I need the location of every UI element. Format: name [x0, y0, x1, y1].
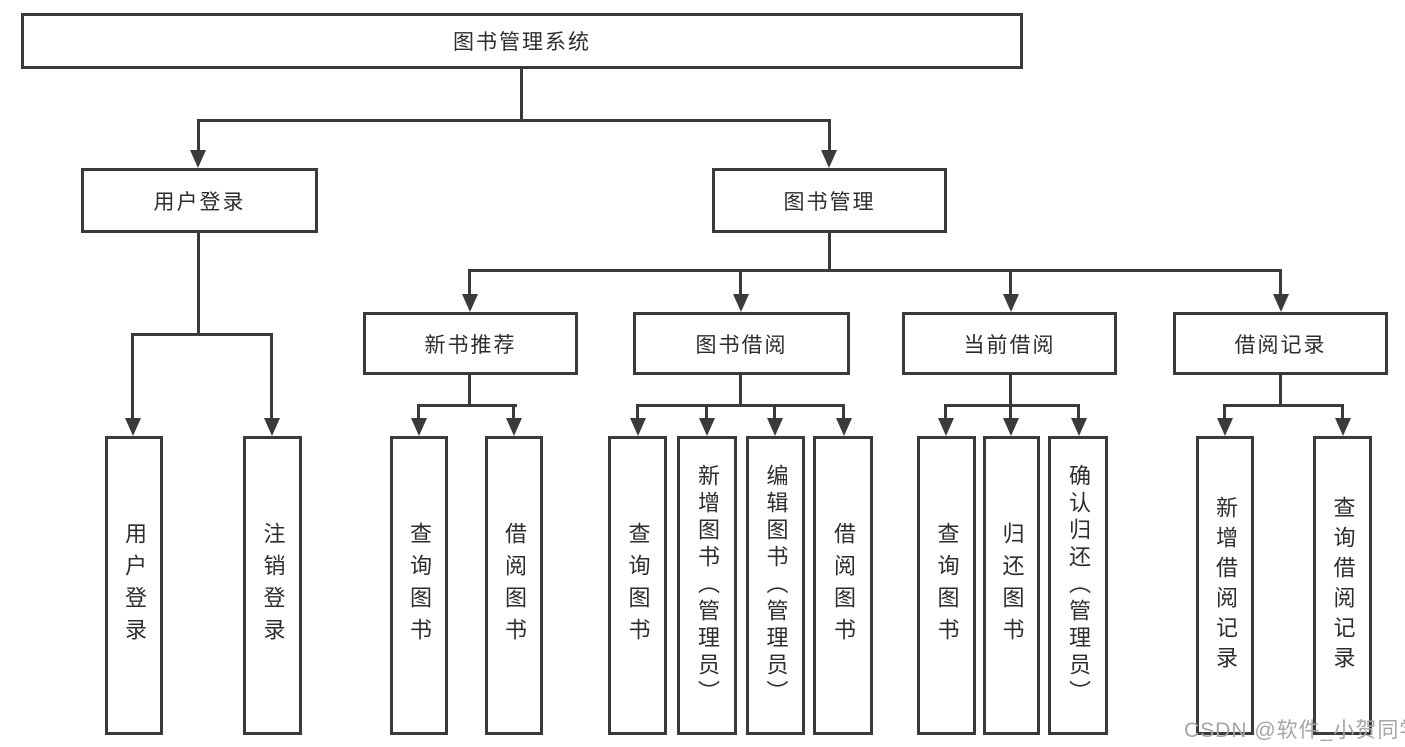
leaf-label: 用户登录 [122, 521, 147, 650]
leaf-label: 查询借阅记录 [1330, 495, 1356, 676]
leaf-label: 借阅图书 [502, 521, 527, 650]
node-current-borrowing: 当前借阅 [902, 312, 1117, 375]
connector-line [842, 404, 845, 420]
leaf-records-query-record: 查询借阅记录 [1313, 436, 1372, 735]
connector-line [520, 69, 523, 121]
leaf-borrow-add-book-admin: 新增图书（管理员） [677, 436, 737, 735]
arrow-down [125, 418, 141, 436]
connector-line [468, 269, 471, 297]
leaf-current-query-books: 查询图书 [917, 436, 976, 735]
connector-line [828, 119, 831, 153]
arrow-down [630, 418, 646, 436]
leaf-logout: 注销登录 [243, 436, 302, 735]
leaf-label: 查询图书 [625, 521, 651, 650]
connector-line [944, 404, 947, 420]
arrow-down [506, 418, 522, 436]
leaf-label: 查询图书 [407, 521, 432, 650]
leaf-newbooks-query-books: 查询图书 [390, 436, 448, 735]
arrow-down [190, 150, 206, 168]
connector-line [197, 119, 200, 153]
leaf-current-confirm-return-admin: 确认归还（管理员） [1048, 436, 1108, 735]
node-new-book-recommendation: 新书推荐 [363, 312, 578, 375]
leaf-borrow-edit-book-admin: 编辑图书（管理员） [746, 436, 805, 735]
arrow-down [1003, 418, 1019, 436]
connector-line [773, 404, 776, 420]
connector-line [636, 404, 639, 420]
arrow-down [411, 418, 427, 436]
leaf-label: 编辑图书（管理员） [763, 464, 789, 707]
node-library-system: 图书管理系统 [21, 13, 1023, 69]
connector-line [1009, 269, 1012, 297]
connector-line [512, 404, 515, 420]
csdn-watermark: CSDN @软件_小贺同学 [1184, 719, 1405, 742]
arrow-down [1217, 418, 1233, 436]
connector-line [739, 375, 742, 407]
leaf-label: 新增图书（管理员） [695, 464, 720, 707]
leaf-borrow-borrow-books: 借阅图书 [813, 436, 873, 735]
connector-line [1223, 404, 1226, 420]
connector-line [468, 375, 471, 407]
connector-line [131, 333, 273, 336]
arrow-down [938, 418, 954, 436]
node-user-login: 用户登录 [81, 168, 318, 233]
leaf-label: 注销登录 [260, 521, 286, 650]
connector-line [636, 404, 845, 407]
connector-line [131, 333, 134, 420]
arrow-down [699, 418, 715, 436]
connector-line [1279, 375, 1282, 407]
arrow-down [462, 294, 478, 312]
node-book-management: 图书管理 [712, 168, 947, 233]
arrow-down [1335, 418, 1351, 436]
connector-line [197, 119, 831, 122]
arrow-down [1071, 418, 1087, 436]
connector-line [944, 404, 1080, 407]
connector-line [1341, 404, 1344, 420]
connector-line [1009, 404, 1012, 420]
connector-line [1009, 375, 1012, 407]
connector-line [828, 233, 831, 272]
arrow-down [264, 418, 280, 436]
leaf-current-return-books: 归还图书 [983, 436, 1040, 735]
leaf-label: 确认归还（管理员） [1066, 464, 1091, 707]
connector-line [270, 333, 273, 420]
leaf-label: 查询图书 [934, 521, 960, 650]
leaf-user-login: 用户登录 [105, 436, 163, 735]
connector-line [739, 269, 742, 297]
arrow-down [836, 418, 852, 436]
connector-line [417, 404, 517, 407]
node-borrowing-records: 借阅记录 [1173, 312, 1388, 375]
leaf-newbooks-borrow-books: 借阅图书 [485, 436, 543, 735]
leaf-label: 新增借阅记录 [1213, 495, 1238, 676]
leaf-label: 归还图书 [999, 521, 1025, 650]
connector-line [1077, 404, 1080, 420]
arrow-down [821, 150, 837, 168]
arrow-down [733, 294, 749, 312]
leaf-borrow-query-books: 查询图书 [608, 436, 667, 735]
arrow-down [1273, 294, 1289, 312]
connector-line [468, 269, 1282, 272]
leaf-records-add-record: 新增借阅记录 [1196, 436, 1254, 735]
node-book-borrowing: 图书借阅 [633, 312, 850, 375]
connector-line [417, 404, 420, 420]
connector-line [1223, 404, 1344, 407]
connector-line [1279, 269, 1282, 297]
arrow-down [1003, 294, 1019, 312]
leaf-label: 借阅图书 [831, 521, 856, 650]
connector-line [197, 233, 200, 336]
connector-line [705, 404, 708, 420]
arrow-down [767, 418, 783, 436]
